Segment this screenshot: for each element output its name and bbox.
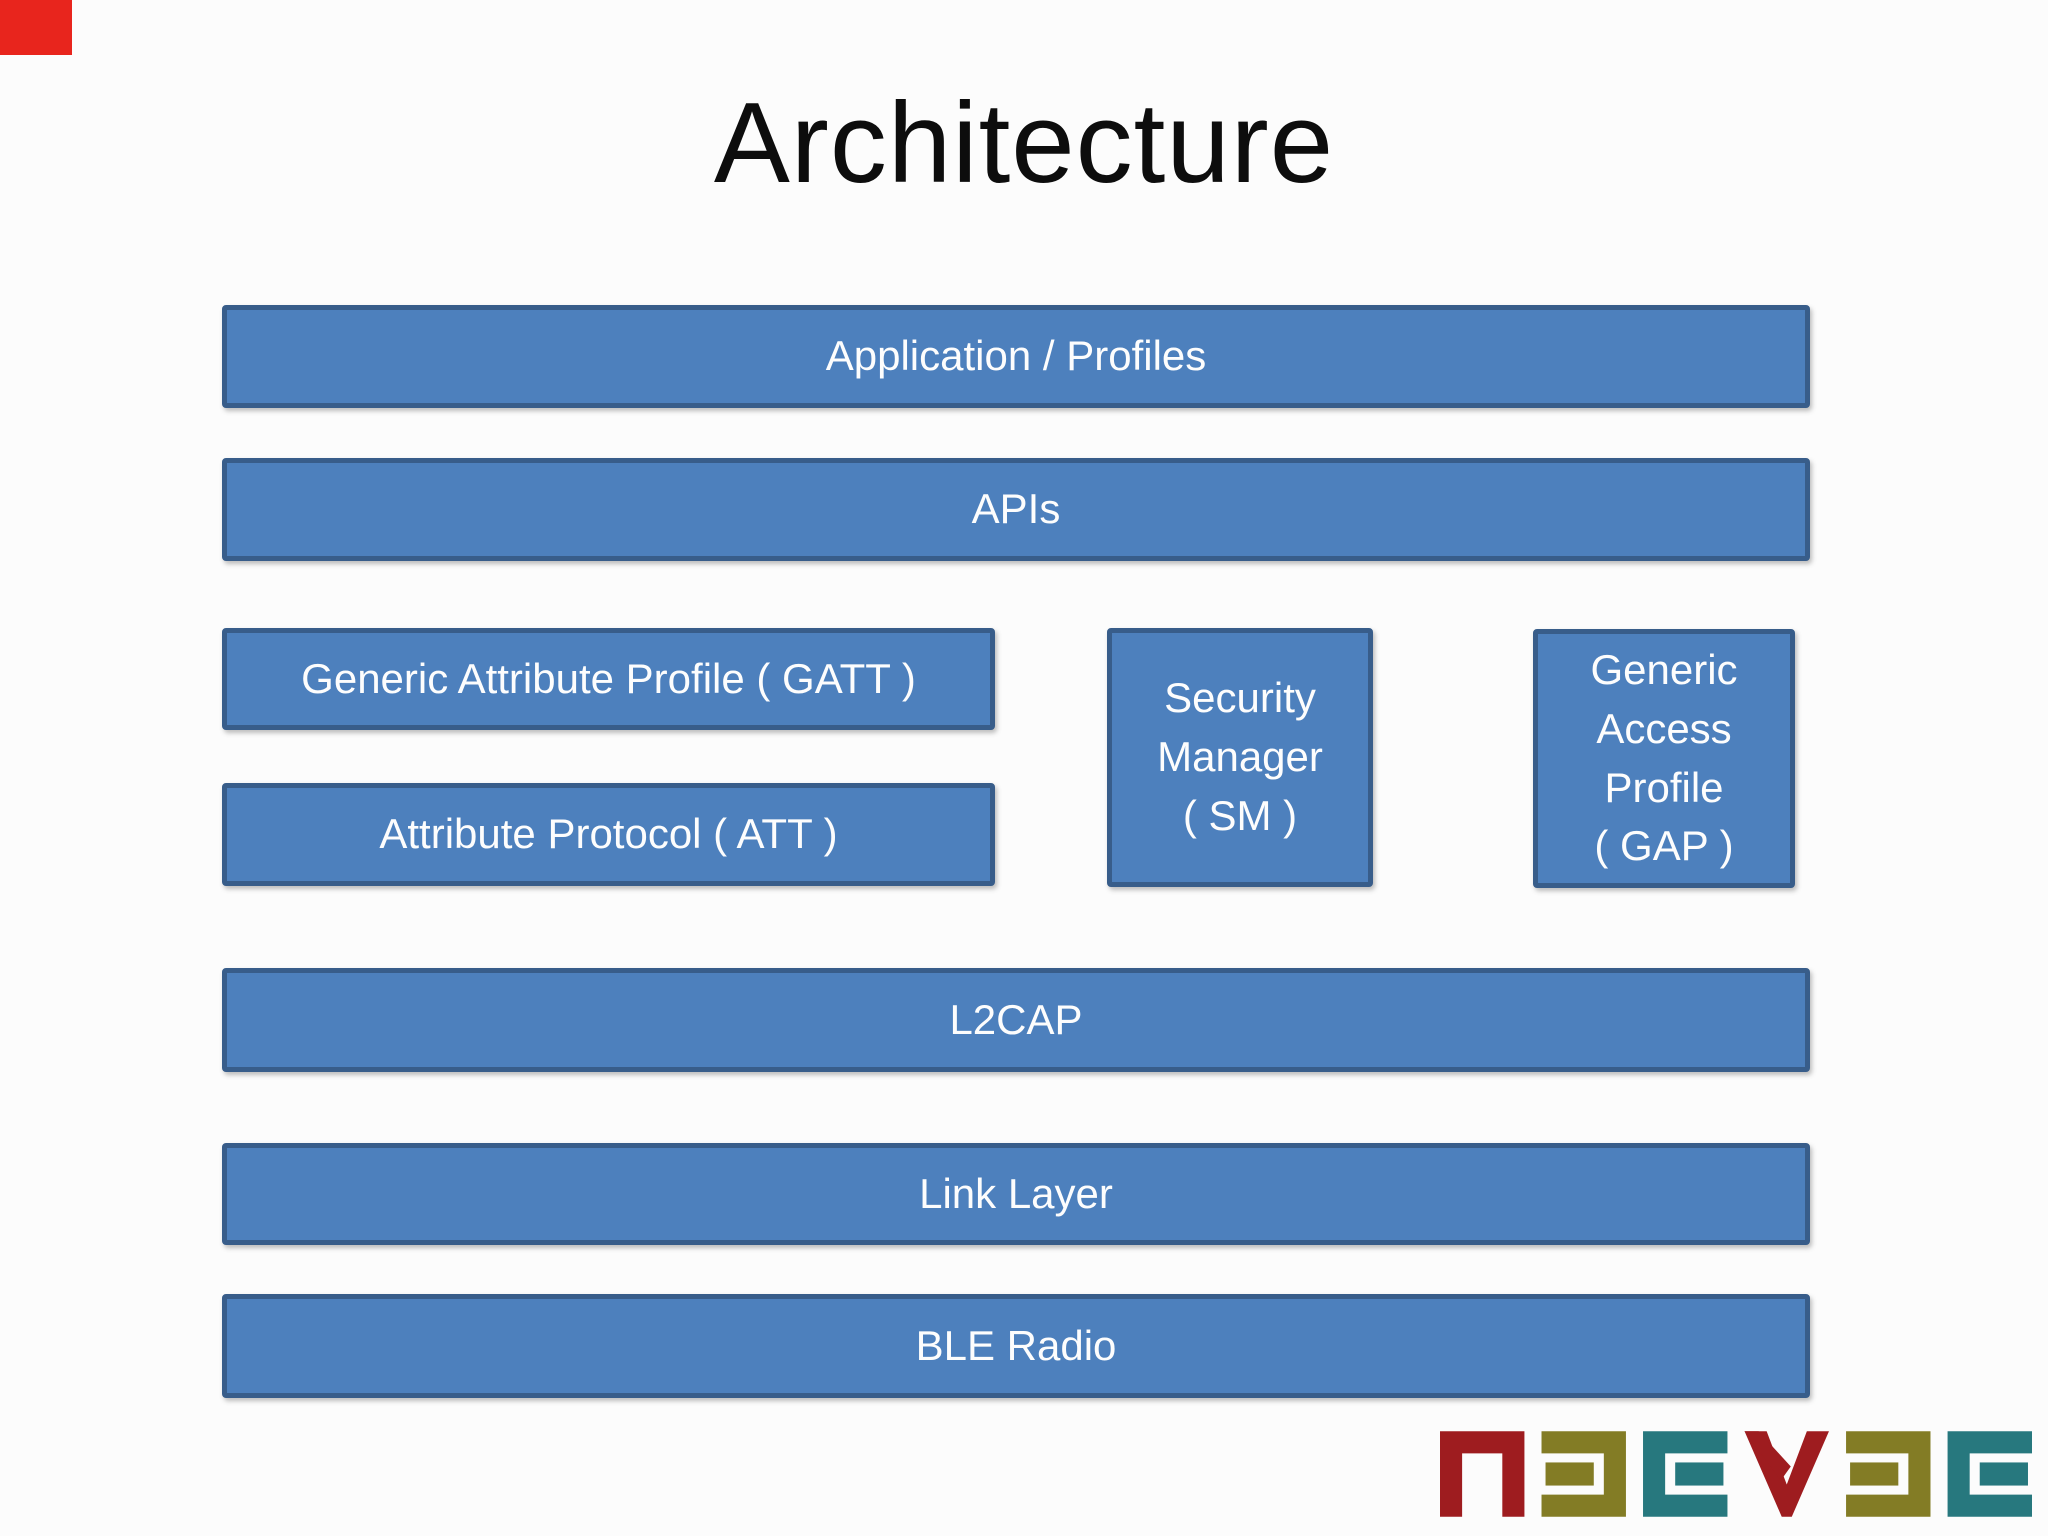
box-label: Application / Profiles xyxy=(825,332,1207,380)
box-label-line: Access xyxy=(1596,704,1732,752)
logo-letter-e2 xyxy=(1643,1431,1728,1517)
diagram-box-l2cap: L2CAP xyxy=(222,968,1810,1072)
neevee-logo xyxy=(1440,1431,2032,1517)
diagram-box-generic-access-profile: Generic Access Profile ( GAP ) xyxy=(1533,629,1795,888)
logo-letter-v xyxy=(1744,1431,1829,1517)
box-label-line: Profile xyxy=(1604,763,1724,811)
logo-letter-e4 xyxy=(1947,1431,2032,1517)
box-label-line: ( SM ) xyxy=(1182,791,1298,839)
box-label-line: Manager xyxy=(1157,733,1323,781)
page-title: Architecture xyxy=(713,80,1335,207)
logo-letter-n xyxy=(1440,1431,1525,1517)
logo-letter-e1 xyxy=(1541,1431,1626,1517)
corner-action-marker xyxy=(0,0,72,55)
box-label: Link Layer xyxy=(919,1169,1113,1217)
box-label: L2CAP xyxy=(949,995,1083,1043)
box-label: APIs xyxy=(971,485,1061,533)
diagram-box-ble-radio: BLE Radio xyxy=(222,1294,1810,1398)
diagram-box-att: Attribute Protocol ( ATT ) xyxy=(222,783,995,886)
logo-letter-e3 xyxy=(1846,1431,1931,1517)
diagram-box-apis: APIs xyxy=(222,458,1810,561)
box-label: Attribute Protocol ( ATT ) xyxy=(379,810,838,858)
diagram-box-security-manager: Security Manager ( SM ) xyxy=(1107,628,1373,887)
diagram-box-gatt: Generic Attribute Profile ( GATT ) xyxy=(222,628,995,730)
box-label-line: Security xyxy=(1164,674,1316,722)
box-label: Generic Attribute Profile ( GATT ) xyxy=(301,654,916,702)
diagram-box-link-layer: Link Layer xyxy=(222,1143,1810,1245)
box-label-line: Generic xyxy=(1590,645,1738,693)
box-label: BLE Radio xyxy=(915,1321,1117,1369)
box-label-line: ( GAP ) xyxy=(1594,822,1734,870)
diagram-box-application-profiles: Application / Profiles xyxy=(222,305,1810,408)
